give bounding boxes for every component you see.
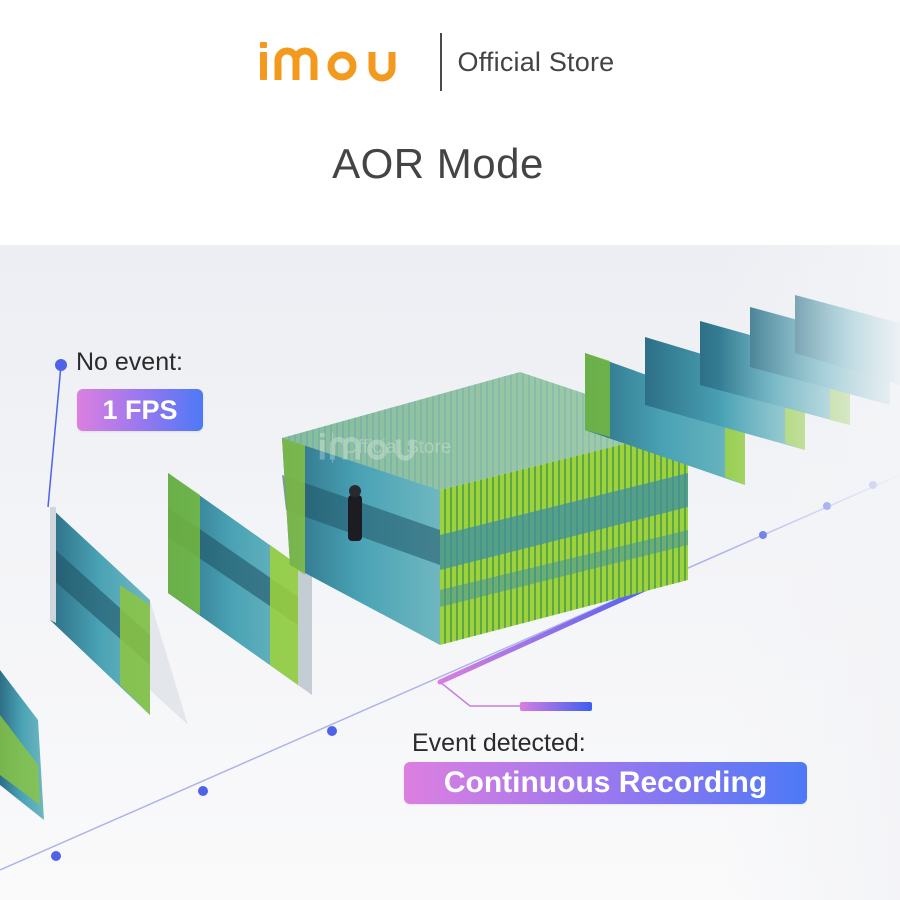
- watermark-divider: [332, 433, 333, 463]
- callout-connector: [439, 681, 522, 707]
- frame-timeline-illustration: [0, 245, 900, 900]
- page-title: AOR Mode: [332, 140, 544, 187]
- video-frame: [0, 670, 44, 820]
- no-event-label: No event:: [76, 348, 184, 376]
- timeline-dot: [198, 786, 208, 796]
- video-frame: [168, 473, 312, 695]
- watermark: Official Store: [318, 433, 451, 463]
- callout-connector: [47, 364, 62, 508]
- aor-illustration: Official Store No event: 1 FPS Event det…: [0, 245, 900, 900]
- imou-logo: [260, 42, 396, 82]
- store-label: Official Store: [457, 46, 615, 77]
- timeline-dot: [51, 851, 61, 861]
- page-header: Official Store AOR Mode: [0, 0, 900, 245]
- brand-lockup: Official Store: [258, 33, 615, 91]
- timeline-dot: [327, 726, 337, 736]
- fps-badge: 1 FPS: [77, 389, 203, 431]
- callout-marker: [520, 702, 592, 711]
- video-frame: [50, 507, 188, 725]
- continuous-recording-badge: Continuous Recording: [404, 762, 807, 804]
- watermark-text: Official Store: [343, 437, 452, 458]
- brand-divider: [440, 33, 442, 91]
- watermark-logo: [319, 433, 415, 461]
- event-detected-label: Event detected:: [412, 729, 586, 757]
